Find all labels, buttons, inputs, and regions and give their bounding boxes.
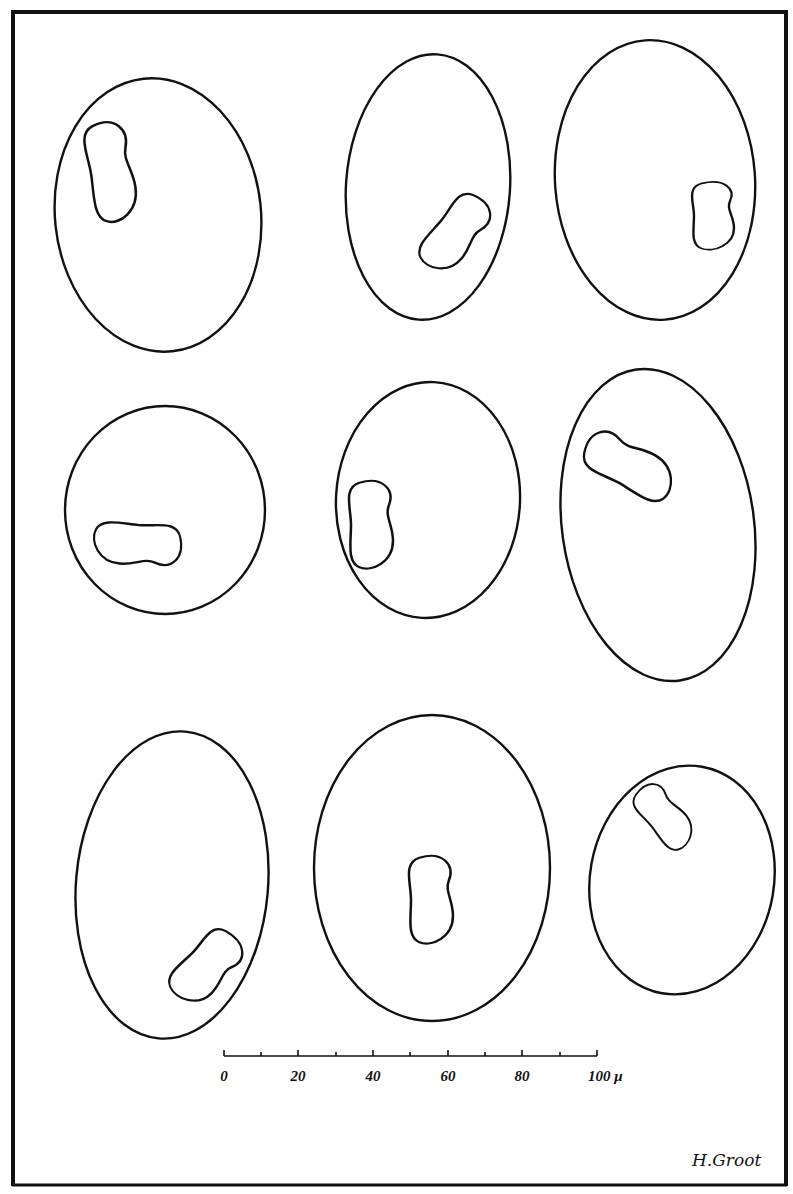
artist-signature: H.Groot: [692, 1150, 761, 1170]
scale-label: 100 μ: [588, 1068, 623, 1085]
scale-label: 0: [220, 1068, 228, 1085]
scale-label: 80: [515, 1068, 530, 1085]
scale-label: 40: [366, 1068, 381, 1085]
scale-label: 20: [291, 1068, 306, 1085]
scale-label: 60: [441, 1068, 456, 1085]
